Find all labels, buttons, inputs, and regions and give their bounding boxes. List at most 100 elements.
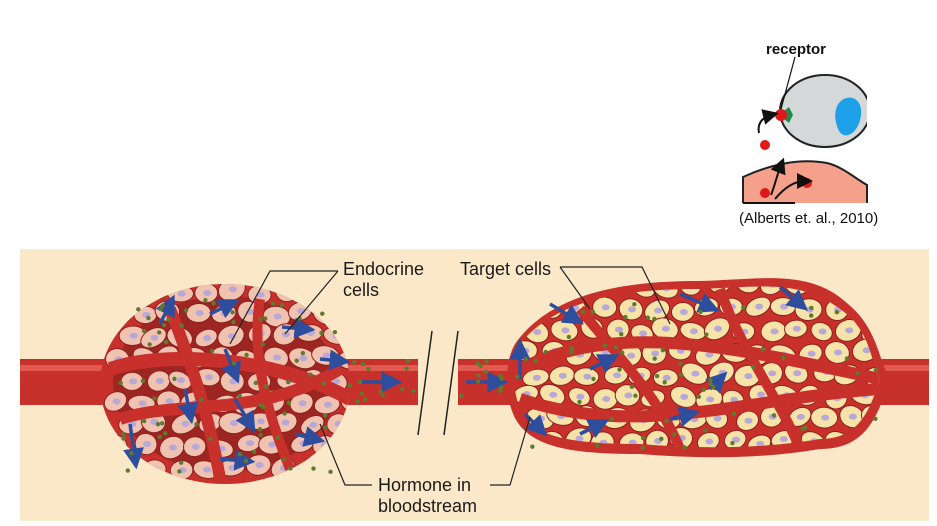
hormone-molecule <box>678 361 683 366</box>
hormone-molecule <box>543 349 548 355</box>
hormone-molecule <box>591 376 596 382</box>
hormone-molecule <box>698 309 703 315</box>
hormone-molecule <box>672 432 677 437</box>
hormone-molecule <box>147 342 152 347</box>
cell-nucleus <box>203 466 212 473</box>
flow-arrow <box>221 348 241 384</box>
hormone-molecule <box>659 436 664 441</box>
hormone-molecule <box>156 330 162 335</box>
vessel-break-gap <box>418 349 458 415</box>
cell-nucleus <box>680 393 689 400</box>
hormone-label: Hormone in bloodstream <box>378 475 477 517</box>
receptor-label: receptor <box>766 41 827 58</box>
cell-nucleus <box>533 328 542 335</box>
hormone-molecule <box>199 397 204 403</box>
cell-nucleus <box>203 334 212 341</box>
cell-nucleus <box>796 413 805 420</box>
hormone-molecule <box>405 358 411 364</box>
hormone-molecule <box>160 303 165 308</box>
hormone-molecule <box>654 373 660 379</box>
cell-nucleus <box>521 347 530 354</box>
cell-nucleus <box>714 325 723 332</box>
hormone-molecule <box>260 342 265 347</box>
hormone-molecule <box>203 298 208 303</box>
cell-nucleus <box>191 443 200 450</box>
hormone-label-line2: bloodstream <box>378 496 478 516</box>
target-cells-label: Target cells <box>460 259 551 280</box>
hormone-molecule <box>834 310 840 315</box>
hormone-molecule <box>497 388 503 394</box>
hormone-molecule <box>251 449 257 454</box>
cell-nucleus <box>228 464 237 471</box>
hormone-molecule <box>308 372 313 377</box>
endocrine-gland <box>100 284 350 484</box>
cell-nucleus <box>177 290 186 297</box>
hormone-molecule <box>360 361 366 367</box>
hormone-molecule <box>499 385 504 390</box>
cell-nucleus <box>195 309 204 316</box>
hormone-molecule <box>275 435 281 441</box>
endocrine-cells-label: Endocrine cells <box>343 259 424 301</box>
cell-nucleus <box>228 286 237 293</box>
hormone-molecule <box>166 317 171 322</box>
cell-nucleus <box>862 347 871 354</box>
hormone-molecule <box>178 460 184 465</box>
hormone-molecule <box>136 307 141 312</box>
hormone-molecule <box>258 432 263 438</box>
cell-nucleus <box>706 396 715 403</box>
cell-nucleus <box>332 378 341 385</box>
cell-nucleus <box>639 330 648 337</box>
hormone-molecule <box>152 396 157 401</box>
hormone-molecule <box>244 352 249 358</box>
cell-nucleus <box>575 435 584 442</box>
cell-nucleus <box>257 418 266 425</box>
signal-path-arrow <box>770 157 786 196</box>
cell-nucleus <box>112 398 121 405</box>
flow-arrow <box>778 285 809 311</box>
cell-nucleus <box>203 290 212 297</box>
hormone-molecule <box>633 393 638 398</box>
hormone-molecule <box>696 394 702 399</box>
signal-path-arrow <box>757 109 779 134</box>
hormone-molecule <box>640 445 645 450</box>
cell-nucleus <box>689 328 698 335</box>
flow-arrow <box>523 412 548 437</box>
hormone-molecule <box>366 366 371 372</box>
hormone-molecule <box>300 350 306 356</box>
cell-nucleus <box>718 369 727 376</box>
hormone-molecule <box>760 346 765 352</box>
flow-arrow <box>233 398 256 434</box>
cell-nucleus <box>165 398 174 405</box>
flow-arrow <box>177 388 199 425</box>
hormone-molecule <box>237 393 242 399</box>
cell-nucleus <box>229 420 238 427</box>
hormone-molecule <box>159 421 165 426</box>
hormone-molecule <box>311 466 316 471</box>
hormone-molecule <box>809 305 814 311</box>
hormone-molecule <box>619 331 624 337</box>
cell-nucleus <box>793 370 802 377</box>
receptor-inset: receptor <box>735 35 925 235</box>
hormone-molecule <box>243 458 249 464</box>
flow-arrow <box>319 349 351 371</box>
cell-nucleus <box>627 306 636 313</box>
hormone-molecule <box>253 380 259 386</box>
hormone-molecule <box>230 310 235 315</box>
endocrine-label-line2: cells <box>343 280 380 300</box>
hormone-molecule <box>155 421 161 427</box>
receptor-illustration <box>735 56 925 215</box>
hormone-molecule <box>476 373 481 378</box>
endocrine-diagram-panel: Endocrine cells Target cells Hormone in … <box>20 249 929 521</box>
receptor-pointer-line <box>780 56 796 110</box>
hormone-molecule <box>577 399 582 405</box>
cell-nucleus <box>220 310 229 317</box>
hormone-molecule <box>286 400 292 406</box>
cell-nucleus <box>306 330 315 337</box>
flow-arrow <box>281 317 316 339</box>
cell-nucleus <box>780 303 789 310</box>
cell-nucleus <box>309 421 318 428</box>
hormone-molecule <box>270 301 276 306</box>
hormone-molecule <box>286 379 291 385</box>
hormone-molecule <box>118 380 123 386</box>
target-leader-line <box>559 266 591 310</box>
